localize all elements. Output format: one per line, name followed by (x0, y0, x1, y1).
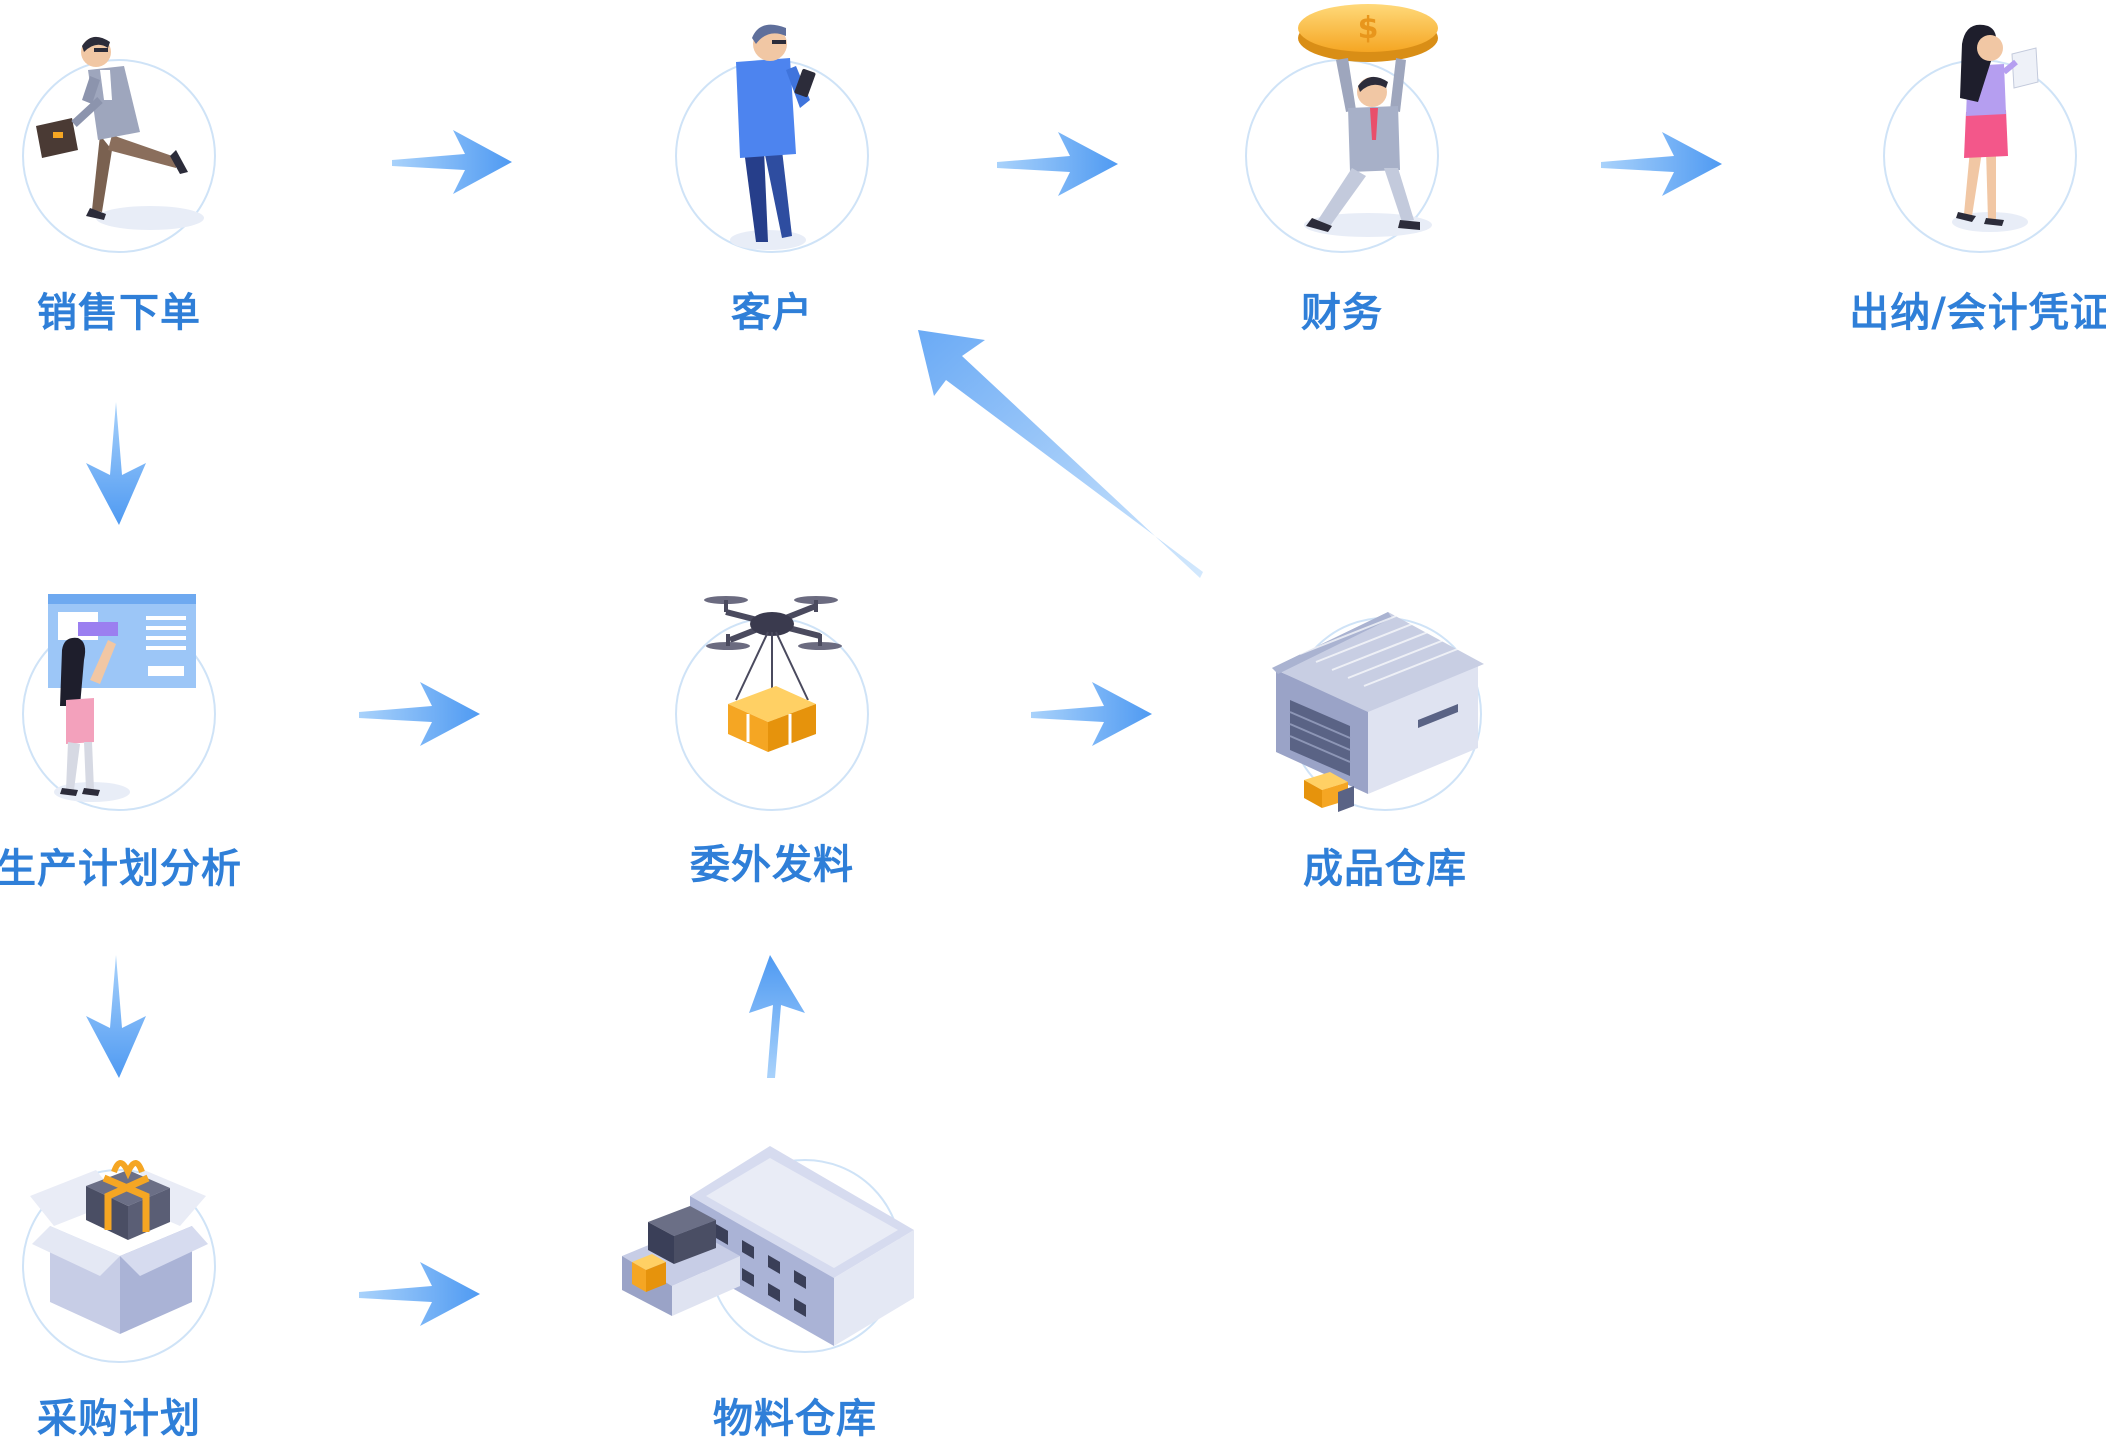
warehouse-icon (1272, 612, 1484, 812)
label-customer: 客户 (731, 290, 813, 336)
node-customer (675, 24, 869, 253)
node-ring (22, 1169, 216, 1363)
customer-with-phone-icon (730, 24, 816, 250)
arrow-purchase-to-material (359, 1262, 480, 1326)
node-cashier (1883, 24, 2077, 253)
label-purchase-plan: 采购计划 (37, 1396, 201, 1442)
arrow-sales-to-customer (392, 130, 512, 194)
arrow-production-to-purchase (86, 955, 146, 1078)
arrow-material-to-outsourcing (749, 955, 805, 1078)
woman-at-dashboard-icon (48, 594, 196, 802)
label-finance: 财务 (1301, 290, 1383, 336)
label-material-warehouse: 物料仓库 (713, 1396, 877, 1442)
node-outsourcing (675, 596, 869, 811)
open-gift-box-icon (30, 1160, 208, 1334)
businessman-running-icon (36, 36, 204, 230)
arrow-finished-to-customer (918, 330, 1203, 578)
arrow-finance-to-cashier (1601, 132, 1722, 196)
label-finished-warehouse: 成品仓库 (1303, 846, 1467, 892)
label-sales-order: 销售下单 (37, 290, 201, 336)
man-lifting-coin-icon: $ (1298, 4, 1438, 237)
node-purchase-plan (22, 1160, 216, 1363)
arrow-customer-to-finance (997, 132, 1118, 196)
label-cashier: 出纳/会计凭证 (1849, 290, 2106, 336)
node-ring (22, 59, 216, 253)
svg-text:$: $ (1358, 11, 1379, 46)
arrow-production-to-outsourcing (359, 682, 480, 746)
node-material-warehouse (622, 1146, 914, 1353)
node-sales-order (22, 36, 216, 253)
drone-delivery-icon (704, 596, 842, 752)
node-finance: $ (1245, 4, 1439, 253)
label-production-plan: 生产计划分析 (0, 846, 242, 892)
label-outsourcing: 委外发料 (690, 842, 854, 888)
arrow-outsourcing-to-finished (1031, 682, 1152, 746)
arrow-sales-to-production (86, 402, 146, 525)
factory-building-icon (622, 1146, 914, 1346)
woman-writing-notes-icon (1952, 24, 2039, 232)
node-production-plan (22, 594, 216, 811)
node-finished-warehouse (1272, 612, 1484, 812)
